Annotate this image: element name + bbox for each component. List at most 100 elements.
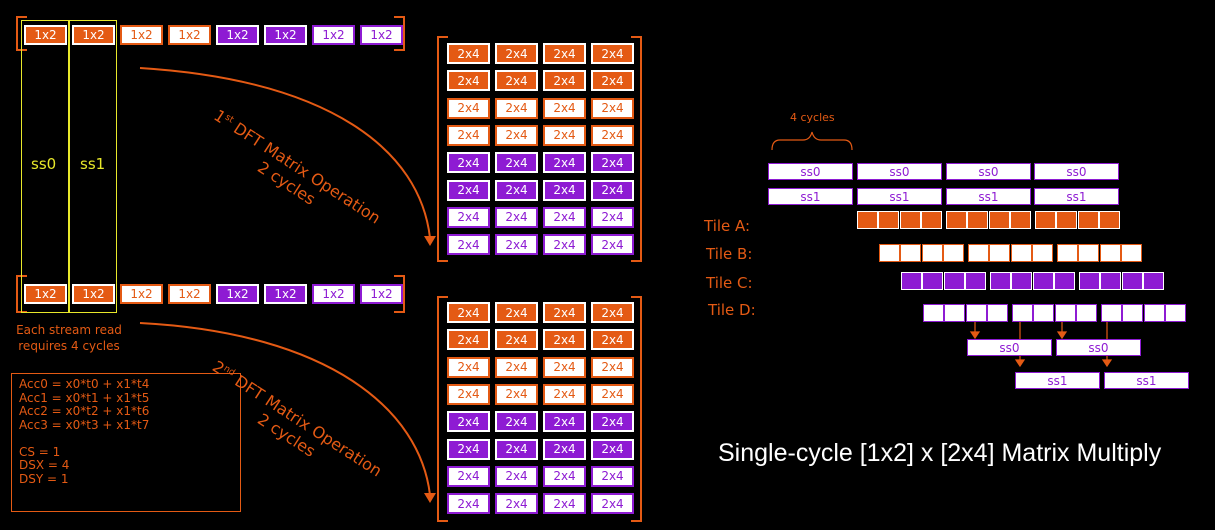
- matrix-first-cell: 2x4: [495, 43, 538, 64]
- tile-b-block: [1057, 244, 1078, 262]
- tile-a-block: [878, 211, 900, 229]
- matrix-first-cell: 2x4: [447, 206, 490, 228]
- matrix-first-cell: 2x4: [543, 179, 586, 201]
- stream-cell-bottom-7: 1x2: [360, 284, 403, 304]
- matrix-first-cell: 2x4: [447, 234, 490, 256]
- tile-a-block: [967, 211, 989, 229]
- tile-b-block: [1120, 244, 1142, 262]
- stream-cell-top-7: 1x2: [360, 25, 403, 45]
- tile-a-block: [1009, 211, 1031, 229]
- tile-d-block: [965, 304, 987, 322]
- matrix-first-cell: 2x4: [447, 179, 490, 201]
- matrix-second-cell: 2x4: [495, 438, 538, 460]
- matrix-first-cell: 2x4: [495, 234, 538, 256]
- tile-d-block: [923, 304, 944, 322]
- matrix-first-cell: 2x4: [495, 97, 538, 119]
- tile-b-block: [989, 244, 1011, 262]
- tile-c-block: [964, 272, 986, 290]
- timeline-ss1-3: ss1: [1034, 188, 1119, 205]
- matrix-second-cell: 2x4: [447, 329, 490, 351]
- matrix-second-cell: 2x4: [591, 438, 634, 460]
- code-line-5: CS = 1: [19, 444, 61, 459]
- matrix-second-cell: 2x4: [591, 356, 634, 378]
- tile-c-block: [1032, 272, 1054, 290]
- matrix-first-cell: 2x4: [543, 234, 586, 256]
- matrix-second-cell: 2x4: [543, 438, 586, 460]
- matrix-first-cell: 2x4: [447, 70, 490, 92]
- matrix-second-cell: 2x4: [447, 383, 490, 405]
- output-ss0-1: ss0: [1056, 339, 1141, 356]
- ss1-label: ss1: [80, 155, 106, 173]
- tile-c-block: [990, 272, 1011, 290]
- matrix-second-cell: 2x4: [447, 493, 490, 515]
- tile-d-block: [944, 304, 966, 322]
- tile-d-block: [1033, 304, 1055, 322]
- matrix-first-cell: 2x4: [495, 124, 538, 146]
- stream-cell-top-2: 1x2: [120, 25, 163, 45]
- matrix-second-cell: 2x4: [495, 411, 538, 433]
- tile-d-block: [1164, 304, 1186, 322]
- stream-cell-bottom-4: 1x2: [216, 284, 259, 304]
- matrix-first-cell: 2x4: [447, 152, 490, 174]
- code-line-6: DSX = 4: [19, 458, 70, 472]
- accumulator-code-box: Acc0 = x0*t0 + x1*t4 Acc1 = x0*t1 + x1*t…: [11, 373, 241, 512]
- matrix-first-cell: 2x4: [543, 70, 586, 92]
- tile-a-block: [857, 211, 878, 229]
- matrix-second-cell: 2x4: [447, 438, 490, 460]
- tile-c-block: [943, 272, 965, 290]
- matrix-first-cell: 2x4: [591, 97, 634, 119]
- matrix-first-cell: 2x4: [543, 97, 586, 119]
- matrix-second-cell: 2x4: [543, 493, 586, 515]
- stream-cell-top-0: 1x2: [24, 25, 67, 45]
- stream-cell-top-5: 1x2: [264, 25, 307, 45]
- matrix-first-cell: 2x4: [543, 43, 586, 64]
- output-ss0-0: ss0: [967, 339, 1052, 356]
- tile-a-block: [1098, 211, 1120, 229]
- tile-a-label: Tile A:: [704, 217, 751, 235]
- code-line-1: Acc1 = x0*t1 + x1*t5: [19, 390, 150, 405]
- tile-c-block: [1053, 272, 1075, 290]
- matrix-first-cell: 2x4: [495, 152, 538, 174]
- timeline-ss0-3: ss0: [1034, 163, 1119, 180]
- tile-b-label: Tile B:: [706, 245, 753, 263]
- timeline-ss1-0: ss1: [768, 188, 853, 205]
- tile-b-block: [1010, 244, 1032, 262]
- matrix-first-cell: 2x4: [543, 124, 586, 146]
- tile-a-block: [988, 211, 1010, 229]
- matrix-second-cell: 2x4: [543, 356, 586, 378]
- matrix-second-cell: 2x4: [543, 302, 586, 323]
- tile-a-block: [1077, 211, 1099, 229]
- matrix-first-cell: 2x4: [591, 70, 634, 92]
- matrix-second-cell: 2x4: [495, 356, 538, 378]
- matrix-first-cell: 2x4: [591, 43, 634, 64]
- tile-c-block: [1011, 272, 1033, 290]
- matrix-second-cell: 2x4: [447, 356, 490, 378]
- matrix-second-cell: 2x4: [495, 329, 538, 351]
- stream-cell-bottom-6: 1x2: [312, 284, 355, 304]
- tile-a-block: [1056, 211, 1078, 229]
- matrix-first-cell: 2x4: [543, 152, 586, 174]
- matrix-second-cell: 2x4: [543, 329, 586, 351]
- code-line-3: Acc3 = x0*t3 + x1*t7: [19, 417, 150, 432]
- tile-d-block: [1012, 304, 1033, 322]
- matrix-first-cell: 2x4: [591, 179, 634, 201]
- matrix-first-cell: 2x4: [495, 70, 538, 92]
- tile-a-block: [946, 211, 967, 229]
- tile-b-block: [1031, 244, 1053, 262]
- tile-d-block: [1122, 304, 1144, 322]
- matrix-first-cell: 2x4: [543, 206, 586, 228]
- matrix-first-cell: 2x4: [447, 124, 490, 146]
- matrix-second-cell: 2x4: [543, 411, 586, 433]
- output-ss1-1: ss1: [1104, 372, 1189, 389]
- tile-a-block: [920, 211, 942, 229]
- stream-cell-bottom-3: 1x2: [168, 284, 211, 304]
- stream-cell-bottom-5: 1x2: [264, 284, 307, 304]
- timeline-ss0-0: ss0: [768, 163, 853, 180]
- code-line-7: DSY = 1: [19, 471, 69, 486]
- stream-cell-top-6: 1x2: [312, 25, 355, 45]
- tile-d-block: [1101, 304, 1122, 322]
- matrix-first-cell: 2x4: [447, 43, 490, 64]
- stream-cell-bottom-1: 1x2: [72, 284, 115, 304]
- tile-c-block: [901, 272, 922, 290]
